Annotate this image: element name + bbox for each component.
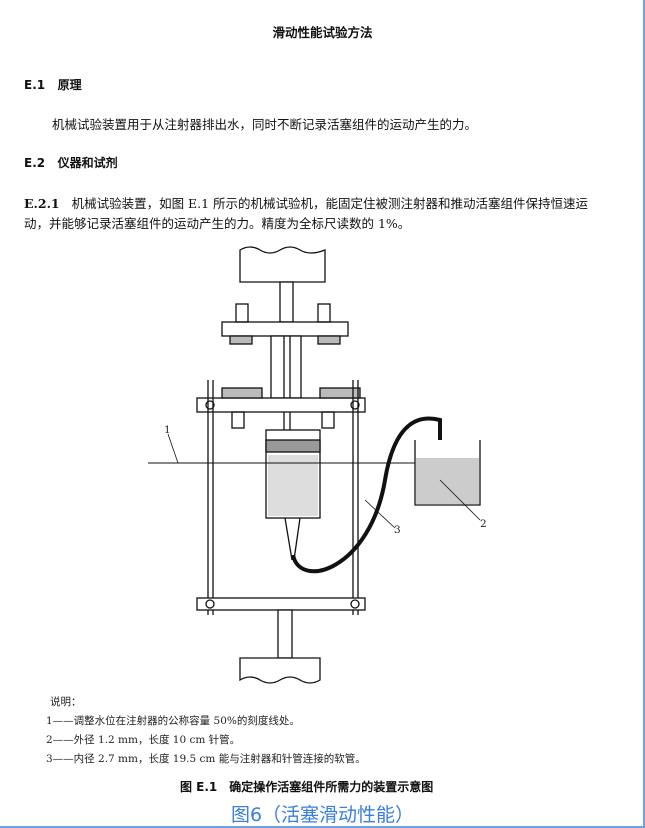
- page-title: 滑动性能试验方法: [272, 25, 373, 40]
- section-e2-heading: E.2 仪器和试剂: [24, 154, 118, 171]
- figure-banner: 图6（活塞滑动性能）: [230, 804, 415, 826]
- test-apparatus-diagram: [148, 246, 481, 684]
- section-heading: 仪器和试剂: [57, 156, 118, 170]
- upper-grip: [239, 246, 326, 283]
- flexible-tube: [291, 416, 442, 574]
- frame-bottom-plate: [196, 597, 366, 611]
- nut: [229, 335, 253, 345]
- frame-top-plate: [196, 397, 366, 413]
- legend-item: 2——外径 1.2 mm，长度 10 cm 针管。: [46, 734, 241, 746]
- upper-plate: [221, 321, 349, 337]
- legend-item: 3——内径 2.7 mm，长度 19.5 cm 能与注射器和针管连接的软管。: [46, 753, 366, 765]
- legend-title: 说明：: [50, 696, 82, 708]
- callout-3: 3: [394, 524, 401, 536]
- legend-item: 1——调整水位在注射器的公称容量 50%的刻度线处。: [46, 715, 300, 727]
- figure-caption: 图 E.1 确定操作活塞组件所需力的装置示意图: [180, 780, 434, 794]
- upper-rod: [279, 281, 294, 323]
- callout-1: 1: [164, 424, 171, 436]
- nut: [317, 335, 341, 345]
- bolt: [317, 303, 331, 323]
- section-number: E.1: [24, 78, 46, 92]
- lower-grip: [239, 657, 321, 684]
- section-e1-heading: E.1 原理: [24, 76, 82, 93]
- e21-paragraph-line2: 动，并能够记录活塞组件的运动产生的力。精度为全标尺读数的 1%。: [24, 216, 411, 231]
- plunger-holder: [270, 335, 302, 399]
- section-heading: 原理: [57, 78, 82, 92]
- e21-number: E.2.1: [24, 196, 60, 211]
- e21-paragraph-line1: E.2.1 机械试验装置，如图 E.1 所示的机械试验机，能固定住被测注射器和推…: [24, 193, 588, 212]
- e21-text: 机械试验装置，如图 E.1 所示的机械试验机，能固定住被测注射器和推动活塞组件保…: [71, 196, 589, 211]
- principle-paragraph: 机械试验装置用于从注射器排出水，同时不断记录活塞组件的运动产生的力。: [52, 117, 478, 132]
- bolt: [235, 303, 249, 323]
- lower-rod: [277, 609, 293, 659]
- section-number: E.2: [24, 156, 46, 170]
- callout-2: 2: [480, 518, 487, 530]
